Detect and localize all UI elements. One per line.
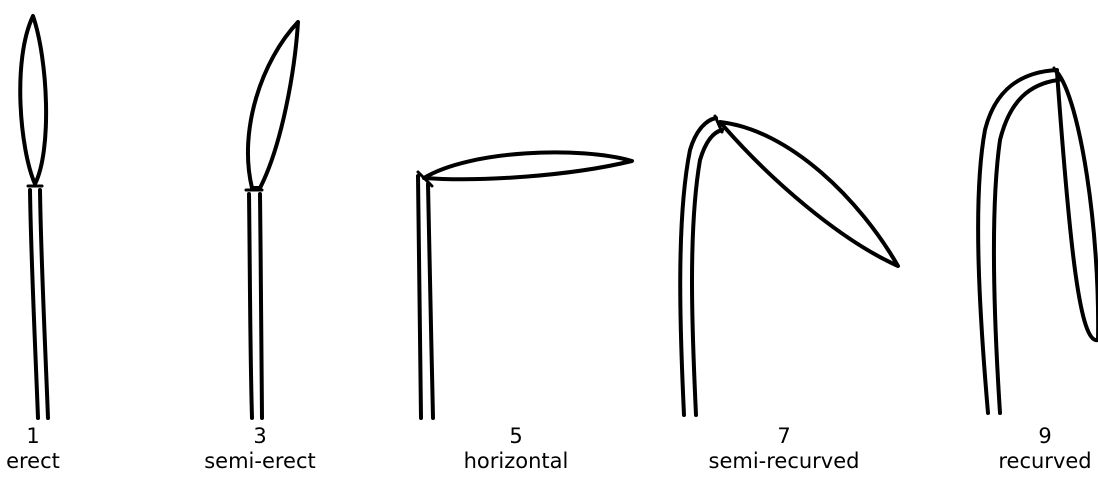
- plant-horizontal: [418, 152, 632, 418]
- stage-caption-horizontal: 5 horizontal: [426, 424, 606, 474]
- stage-label: semi-erect: [170, 449, 350, 474]
- blade-erect: [20, 16, 46, 184]
- stem-erect: [30, 190, 48, 418]
- stage-label: horizontal: [426, 449, 606, 474]
- plant-semi-recurved: [680, 116, 898, 415]
- blade-recurved: [1057, 72, 1098, 340]
- stage-score: 9: [955, 424, 1098, 449]
- plant-semi-erect: [246, 22, 298, 418]
- stage-label: semi-recurved: [694, 449, 874, 474]
- stage-label: erect: [0, 449, 123, 474]
- blade-horizontal: [424, 152, 632, 179]
- stage-score: 5: [426, 424, 606, 449]
- stem-semi-erect: [249, 194, 262, 418]
- plant-erect: [20, 16, 48, 418]
- stage-caption-erect: 1 erect: [0, 424, 123, 474]
- stage-score: 7: [694, 424, 874, 449]
- stage-caption-semi-erect: 3 semi-erect: [170, 424, 350, 474]
- stage-score: 3: [170, 424, 350, 449]
- stage-caption-semi-recurved: 7 semi-recurved: [694, 424, 874, 474]
- blade-semi-recurved: [720, 122, 898, 266]
- stem-horizontal: [418, 176, 433, 418]
- stage-score: 1: [0, 424, 123, 449]
- plant-recurved: [978, 68, 1098, 413]
- stem-recurved: [978, 70, 1058, 413]
- stage-caption-recurved: 9 recurved: [955, 424, 1098, 474]
- blade-semi-erect: [248, 22, 298, 188]
- stage-label: recurved: [955, 449, 1098, 474]
- stem-semi-recurved: [680, 118, 722, 415]
